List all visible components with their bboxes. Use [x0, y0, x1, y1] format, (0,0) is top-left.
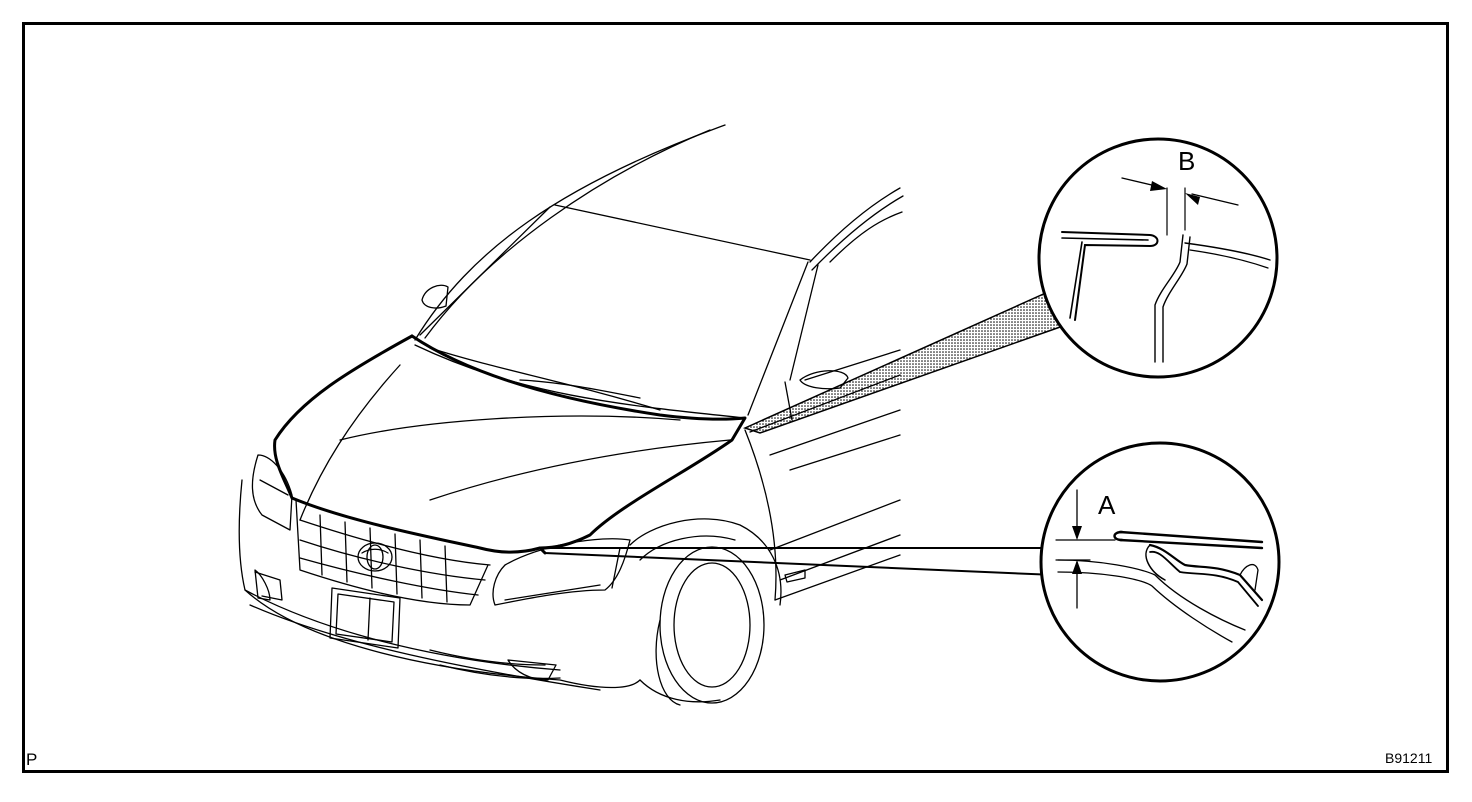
car-body	[238, 124, 904, 706]
figure-code: B91211	[1385, 750, 1433, 766]
hood-outline	[273, 334, 747, 555]
detail-circle-a	[1039, 441, 1281, 683]
dimension-label-b: B	[1178, 146, 1196, 176]
detail-circle-b	[1037, 137, 1279, 379]
corner-mark: P	[26, 750, 38, 769]
diagram-frame	[22, 22, 1449, 773]
dimension-label-a: A	[1098, 490, 1116, 520]
callout-wedge-b	[742, 291, 1065, 434]
